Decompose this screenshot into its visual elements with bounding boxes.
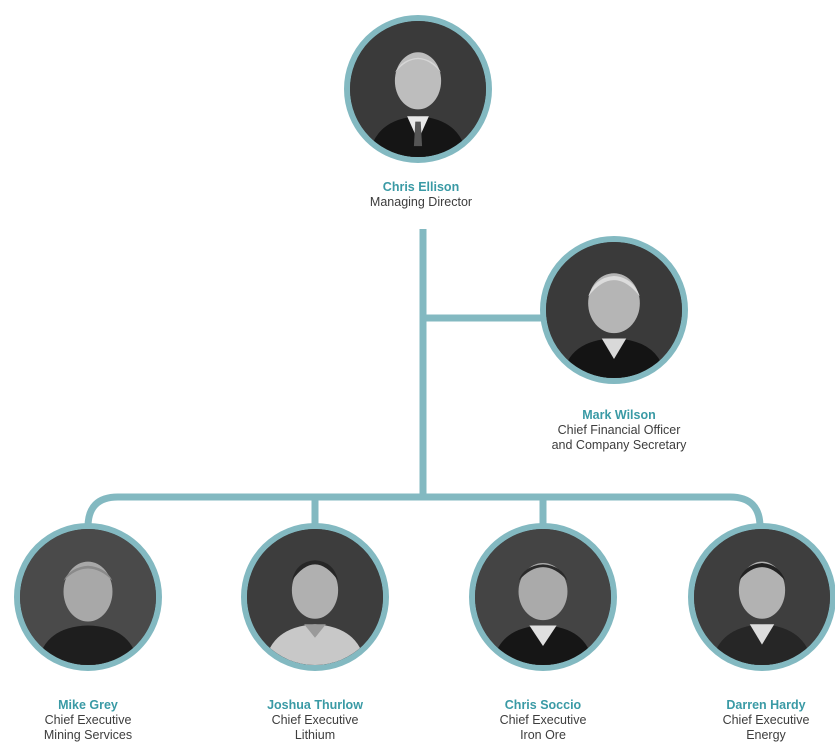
caption-mark-wilson: Mark Wilson Chief Financial Officer and … — [529, 408, 709, 453]
caption-chris-ellison: Chris Ellison Managing Director — [331, 180, 511, 210]
person-silhouette-icon — [546, 242, 682, 378]
person-name: Mike Grey — [58, 698, 118, 712]
person-name: Joshua Thurlow — [267, 698, 363, 712]
person-name: Chris Soccio — [504, 698, 582, 712]
person-role: Chief Executive — [499, 713, 587, 727]
person-role: Chief Executive — [44, 713, 132, 727]
caption-chris-soccio: Chris Soccio Chief Executive Iron Ore — [453, 698, 633, 743]
portrait-joshua-thurlow — [241, 523, 389, 671]
person-name: Darren Hardy — [726, 698, 806, 712]
person-silhouette-icon — [475, 529, 611, 665]
connector-executive-bar — [84, 493, 764, 528]
person-silhouette-icon — [694, 529, 830, 665]
person-name: Chris Ellison — [382, 180, 460, 194]
caption-joshua-thurlow: Joshua Thurlow Chief Executive Lithium — [225, 698, 405, 743]
caption-mike-grey: Mike Grey Chief Executive Mining Service… — [0, 698, 178, 743]
portrait-mike-grey — [14, 523, 162, 671]
person-silhouette-icon — [350, 21, 486, 157]
person-role: Lithium — [294, 728, 336, 742]
person-role: Chief Executive — [722, 713, 810, 727]
caption-darren-hardy: Darren Hardy Chief Executive Energy — [676, 698, 835, 743]
person-role: Energy — [746, 728, 786, 742]
person-silhouette-icon — [20, 529, 156, 665]
person-role: and Company Secretary — [551, 438, 687, 452]
person-name: Mark Wilson — [582, 408, 656, 422]
person-role: Iron Ore — [520, 728, 566, 742]
person-role: Chief Executive — [271, 713, 359, 727]
portrait-mark-wilson — [540, 236, 688, 384]
person-role: Chief Financial Officer — [557, 423, 681, 437]
person-role: Managing Director — [369, 195, 473, 209]
portrait-chris-soccio — [469, 523, 617, 671]
portrait-darren-hardy — [688, 523, 835, 671]
person-silhouette-icon — [247, 529, 383, 665]
person-role: Mining Services — [43, 728, 133, 742]
portrait-chris-ellison — [344, 15, 492, 163]
